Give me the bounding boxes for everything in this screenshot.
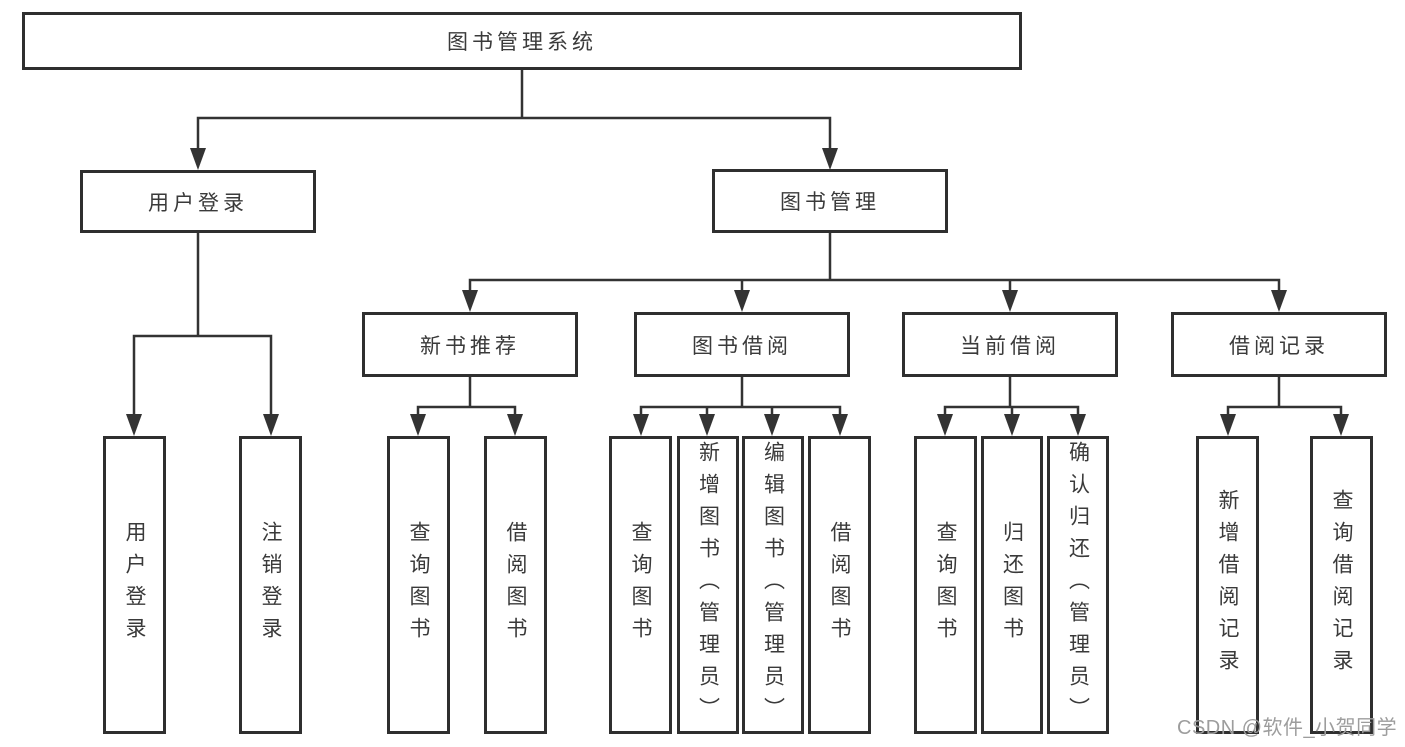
arrowheads — [126, 148, 1349, 436]
leaf-user-login-label: 用户登录 — [123, 521, 146, 649]
leaf-query-book-recommend-label: 查询图书 — [407, 521, 430, 649]
node-library-management-system: 图书管理系统 — [22, 12, 1022, 70]
node-borrow-records: 借阅记录 — [1171, 312, 1387, 377]
node-current-borrow: 当前借阅 — [902, 312, 1118, 377]
leaf-edit-book-admin-label: 编辑图书（管理员） — [761, 441, 785, 729]
node-new-book-recommend: 新书推荐 — [362, 312, 578, 377]
leaf-logout-login-label: 注销登录 — [259, 521, 282, 649]
leaf-query-borrow-record: 查询借阅记录 — [1310, 436, 1373, 734]
leaf-add-book-admin: 新增图书（管理员） — [677, 436, 739, 734]
leaf-return-book: 归还图书 — [981, 436, 1043, 734]
node-book-borrow: 图书借阅 — [634, 312, 850, 377]
leaf-logout-login: 注销登录 — [239, 436, 302, 734]
leaf-query-book-borrow: 查询图书 — [609, 436, 672, 734]
leaf-confirm-return-admin: 确认归还（管理员） — [1047, 436, 1109, 734]
leaf-borrow-book: 借阅图书 — [808, 436, 871, 734]
watermark: CSDN @软件_小贺同学 — [1177, 717, 1398, 739]
leaf-borrow-book-recommend-label: 借阅图书 — [504, 521, 527, 649]
leaf-borrow-book-label: 借阅图书 — [828, 521, 851, 649]
leaf-return-book-label: 归还图书 — [1000, 521, 1024, 649]
leaf-edit-book-admin: 编辑图书（管理员） — [742, 436, 804, 734]
leaf-user-login: 用户登录 — [103, 436, 166, 734]
leaf-query-book-current-label: 查询图书 — [934, 521, 957, 649]
node-user-login: 用户登录 — [80, 170, 316, 233]
leaf-query-borrow-record-label: 查询借阅记录 — [1330, 489, 1353, 681]
node-book-management: 图书管理 — [712, 169, 948, 233]
leaf-confirm-return-admin-label: 确认归还（管理员） — [1066, 441, 1090, 729]
leaf-borrow-book-recommend: 借阅图书 — [484, 436, 547, 734]
leaf-query-book-recommend: 查询图书 — [387, 436, 450, 734]
leaf-add-borrow-record-label: 新增借阅记录 — [1216, 489, 1239, 681]
leaf-query-book-current: 查询图书 — [914, 436, 977, 734]
leaf-add-borrow-record: 新增借阅记录 — [1196, 436, 1259, 734]
leaf-add-book-admin-label: 新增图书（管理员） — [696, 441, 720, 729]
leaf-query-book-borrow-label: 查询图书 — [629, 521, 652, 649]
